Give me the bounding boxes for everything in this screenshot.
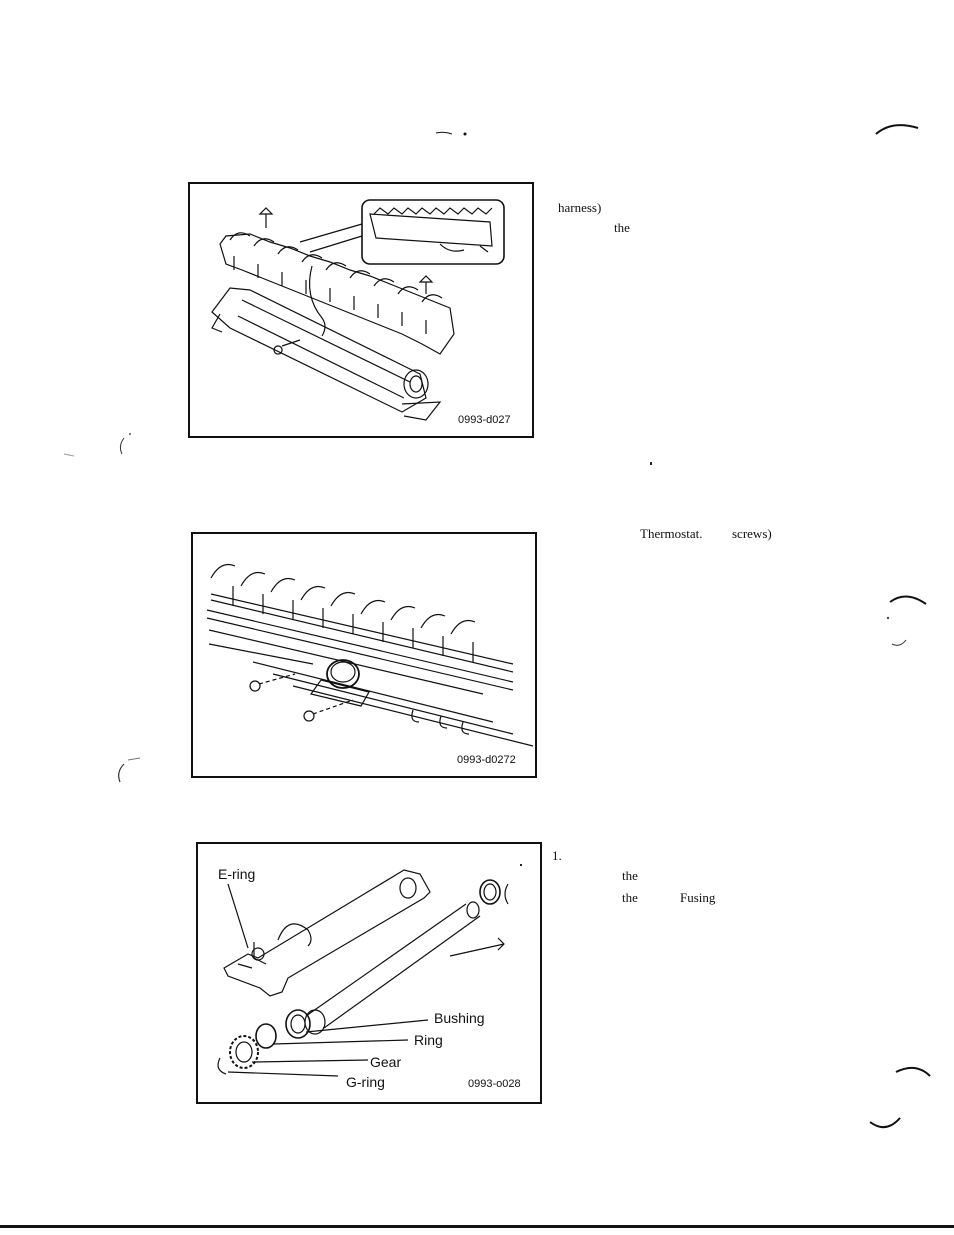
fusing-roller-illustration: [217, 869, 509, 1077]
figure-thermostat: 0993-d0272: [191, 532, 537, 778]
footer-rule: [0, 1225, 954, 1228]
scan-mark-left-1: [63, 433, 131, 457]
text-fragment: the: [622, 890, 638, 905]
step-number: 1.: [552, 848, 562, 863]
stray-dot: [520, 864, 522, 866]
fuser-cover-illustration: [211, 199, 505, 421]
scan-mark-corner-1: [875, 124, 919, 135]
text-fragment: Thermostat.: [640, 526, 703, 541]
text-fragment: the: [614, 220, 630, 235]
figure-fusing-roller: E-ring Bushing Ring Gear G-ring 0993-o02…: [196, 842, 542, 1104]
text-fragment: the: [622, 868, 638, 883]
callout-e-ring: E-ring: [218, 866, 256, 882]
scan-mark-right-3: [869, 1066, 931, 1129]
text-fragment: harness): [558, 200, 602, 215]
text-fragment: Fusing: [680, 890, 716, 905]
scan-mark-top: [435, 131, 467, 136]
callout-ring: Ring: [414, 1032, 443, 1048]
callout-gear: Gear: [370, 1054, 402, 1070]
figure-id: 0993-o028: [468, 1078, 521, 1090]
text-fragment: screws): [732, 526, 772, 541]
stray-dot: [650, 462, 652, 465]
scan-mark-left-2: [118, 757, 141, 783]
figure-fuser-cover: 0993-d027: [188, 182, 534, 438]
callout-g-ring: G-ring: [346, 1074, 385, 1090]
figure-id: 0993-d0272: [457, 754, 516, 766]
callout-bushing: Bushing: [434, 1010, 485, 1026]
thermostat-illustration: [206, 563, 534, 747]
figure-id: 0993-d027: [458, 414, 511, 426]
scan-mark-right-2: [886, 595, 927, 646]
